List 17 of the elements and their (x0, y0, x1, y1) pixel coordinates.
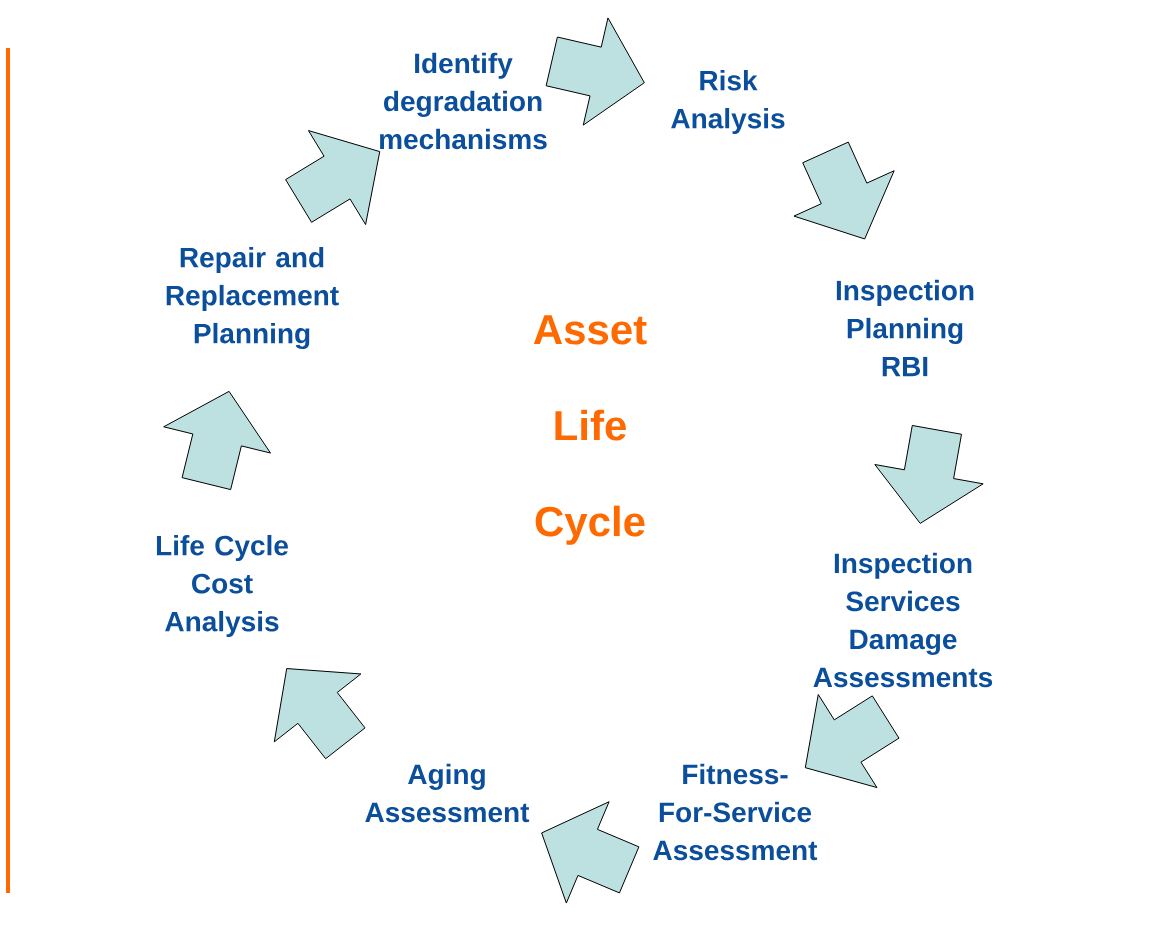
step-label: Inspection Services Damage Assessments (813, 552, 993, 688)
block-arrow (545, 17, 645, 126)
step-label: Inspection Planning RBI (836, 279, 974, 377)
block-arrow (541, 801, 640, 904)
block-arrow (793, 141, 895, 240)
step-label: Repair and Replacement Planning (166, 246, 339, 350)
step-label: Fitness- For-Service Assessment (653, 763, 818, 861)
step-label: Life Cycle Cost Analysis (156, 534, 288, 638)
block-arrow (273, 668, 366, 760)
step-label: Risk Analysis (671, 69, 785, 135)
block-arrow (163, 390, 271, 491)
step-label: Identify degradation mechanisms (380, 52, 547, 150)
block-arrow (804, 694, 900, 789)
step-label: Aging Assessment (365, 763, 530, 823)
block-arrow (285, 130, 381, 226)
block-arrow (874, 425, 984, 524)
center-title: Asset Life Cycle (533, 315, 647, 545)
